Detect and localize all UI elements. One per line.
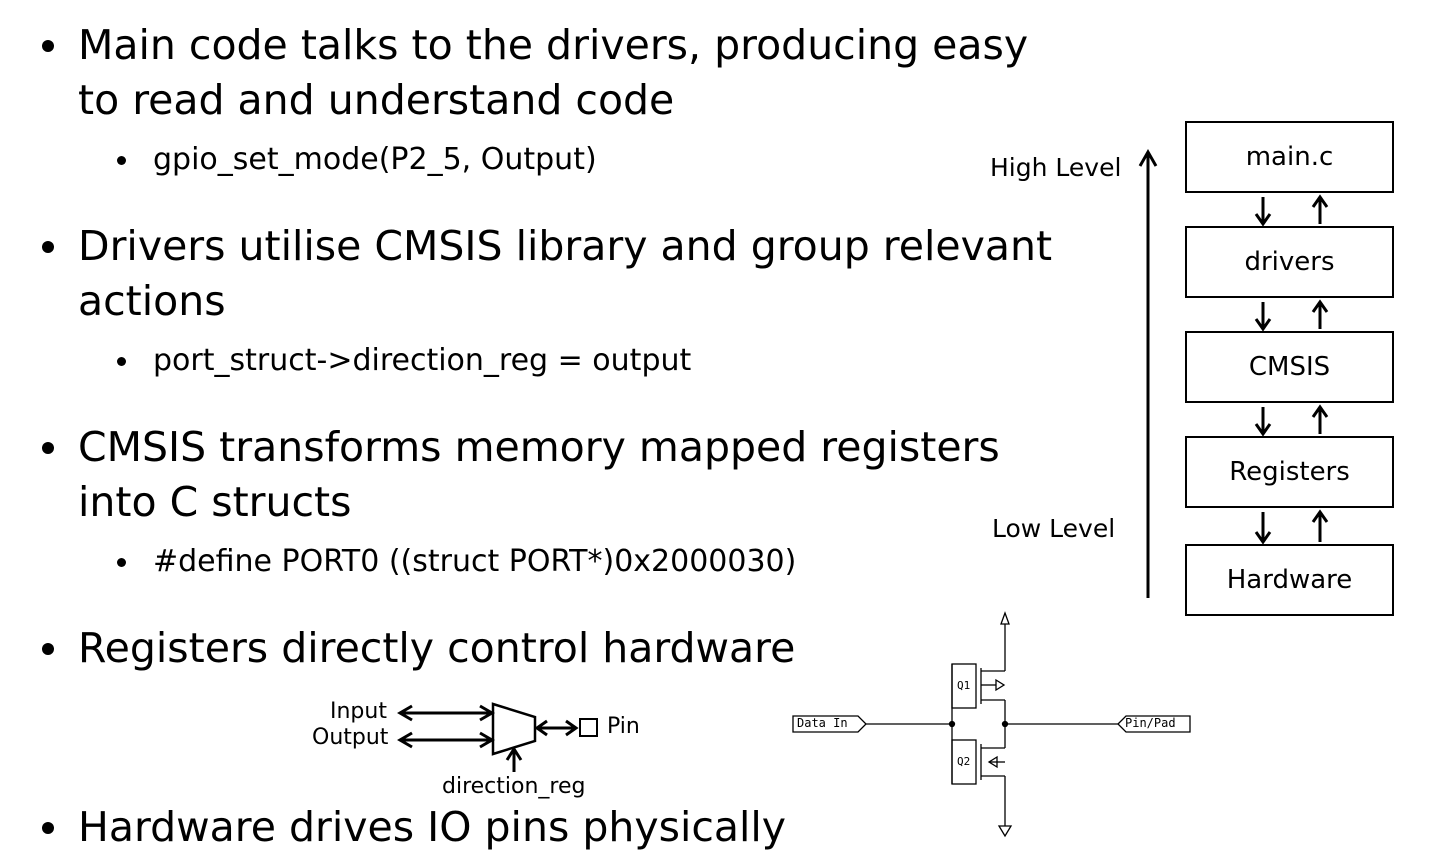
data-in-label: Data In <box>797 716 848 730</box>
q1-label: Q1 <box>957 679 971 692</box>
bullet-text: into C structs <box>78 478 352 526</box>
high-level-label: High Level <box>990 153 1122 182</box>
mux-pin-label: Pin <box>607 714 640 739</box>
sub-bullet-dot <box>117 558 126 567</box>
q2-label: Q2 <box>957 755 971 768</box>
bullet-dot <box>42 442 54 454</box>
level-axis-arrow <box>1138 148 1158 598</box>
pin-pad-label: Pin/Pad <box>1125 716 1176 730</box>
mux-input-label: Input <box>330 699 387 724</box>
mux-control-label: direction_reg <box>442 774 586 799</box>
mux-diagram <box>397 702 598 772</box>
bullet-text: CMSIS transforms memory mapped registers <box>78 423 1000 471</box>
sub-bullet-text: gpio_set_mode(P2_5, Output) <box>153 142 597 177</box>
bullet-text: Registers directly control hardware <box>78 624 796 672</box>
bullet-text: to read and understand code <box>78 76 675 124</box>
bullet-text: actions <box>78 277 226 325</box>
sub-bullet-text: port_struct->direction_reg = output <box>153 343 692 378</box>
push-pull-circuit <box>792 611 1191 838</box>
bullet-dot <box>42 241 54 253</box>
sub-bullet-text: #define PORT0 ((struct PORT*)0x2000030) <box>153 544 797 579</box>
bullet-dot <box>42 822 54 834</box>
layer-box-hardware: Hardware <box>1185 544 1394 616</box>
bullet-text: Main code talks to the drivers, producin… <box>78 21 1029 69</box>
layer-box-registers: Registers <box>1185 436 1394 508</box>
low-level-label: Low Level <box>992 514 1116 543</box>
layer-box-cmsis: CMSIS <box>1185 331 1394 403</box>
layer-box-drivers: drivers <box>1185 226 1394 298</box>
bullet-text: Drivers utilise CMSIS library and group … <box>78 222 1053 270</box>
sub-bullet-dot <box>117 156 126 165</box>
mux-output-label: Output <box>312 725 389 750</box>
layer-arrows <box>1254 194 1329 545</box>
bullet-dot <box>42 40 54 52</box>
sub-bullet-dot <box>117 357 126 366</box>
bullet-text: Hardware drives IO pins physically <box>78 803 787 851</box>
layer-box-main: main.c <box>1185 121 1394 193</box>
bullet-dot <box>42 643 54 655</box>
